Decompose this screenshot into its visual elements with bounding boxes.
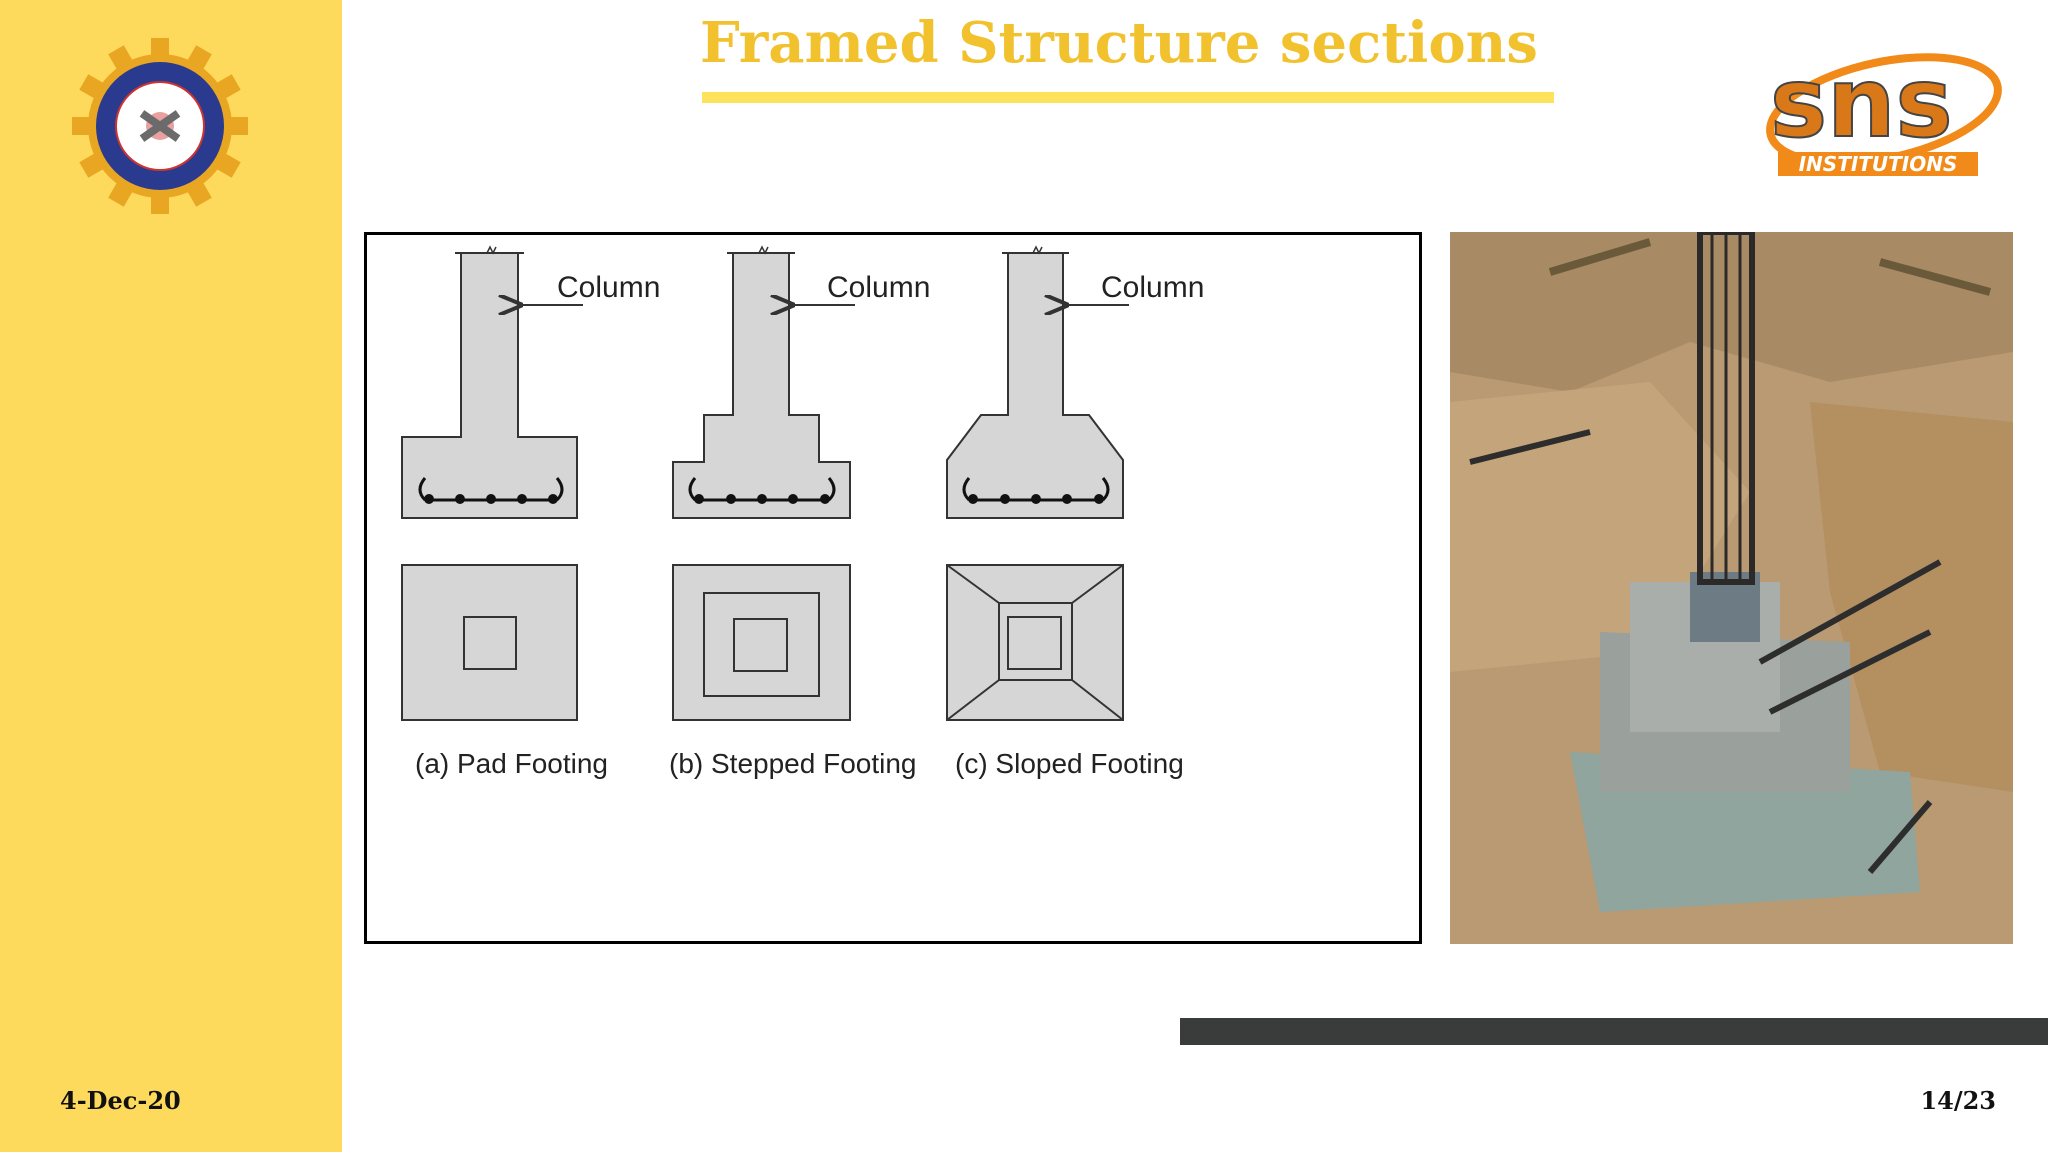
sloped-footing-plan bbox=[946, 564, 1124, 721]
column-label-a: Column bbox=[557, 271, 660, 304]
column-label-c: Column bbox=[1101, 271, 1204, 304]
footing-diagram: Column (a) Pad Footing Column (b) Steppe… bbox=[364, 232, 1422, 944]
page-number: 14/23 bbox=[1920, 1086, 1996, 1115]
slide-title: Framed Structure sections bbox=[700, 10, 1538, 76]
stepped-footing-plan bbox=[672, 564, 851, 721]
pad-footing-plan bbox=[401, 564, 578, 721]
sloped-footing-section bbox=[946, 245, 1124, 519]
sns-mark: sns bbox=[1770, 47, 1953, 159]
pad-footing-caption: (a) Pad Footing bbox=[415, 748, 608, 779]
slide-date: 4-Dec-20 bbox=[60, 1086, 181, 1115]
pad-footing-section bbox=[401, 245, 578, 519]
stepped-footing-section bbox=[672, 245, 851, 519]
sns-institutions-text: INSTITUTIONS bbox=[1799, 152, 1958, 176]
footing-construction-photo-icon bbox=[1450, 232, 2013, 944]
title-underline bbox=[702, 92, 1554, 103]
stepped-footing-caption: (b) Stepped Footing bbox=[669, 748, 917, 779]
sloped-footing-caption: (c) Sloped Footing bbox=[955, 748, 1184, 779]
college-seal-icon bbox=[72, 38, 248, 214]
footer-bar bbox=[1180, 1018, 2048, 1045]
sns-institutions-logo-icon: sns INSTITUTIONS bbox=[1766, 46, 2002, 176]
column-label-b: Column bbox=[827, 271, 930, 304]
